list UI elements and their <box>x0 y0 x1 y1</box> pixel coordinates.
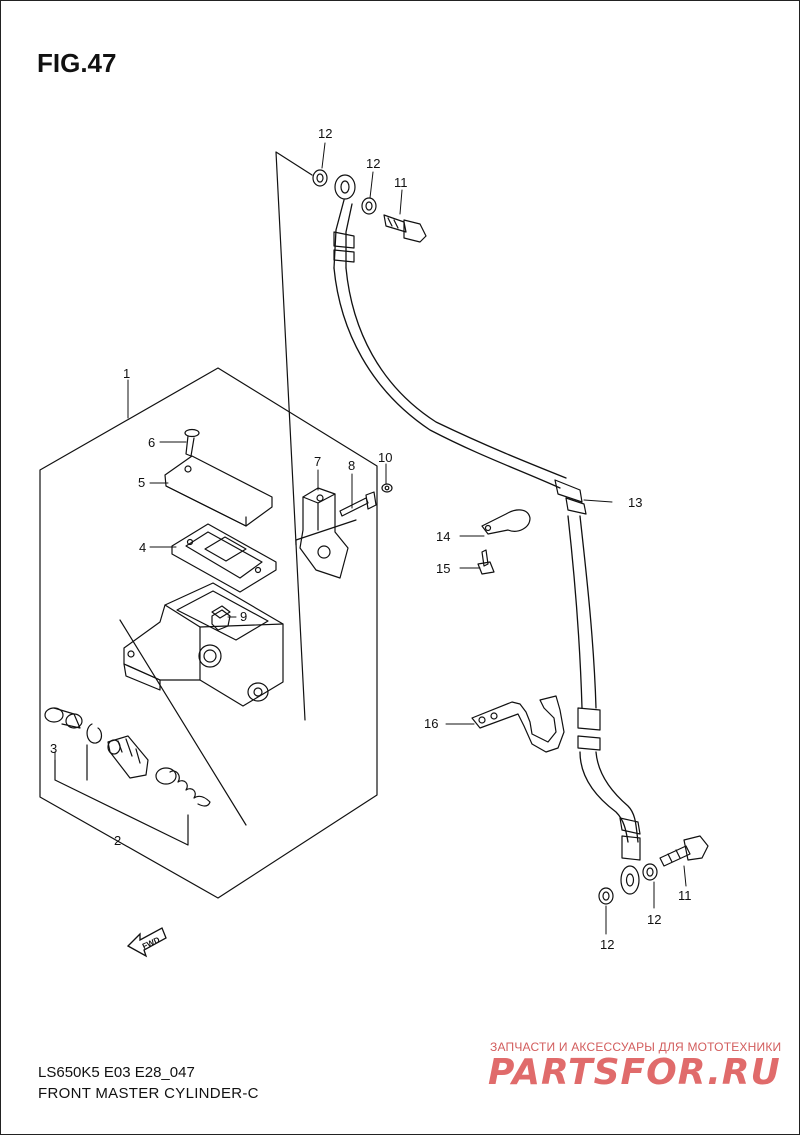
diaphragm <box>171 523 277 593</box>
callout-11-lower: 11 <box>678 888 692 903</box>
callout-7: 7 <box>314 454 321 469</box>
brake-hose <box>333 174 641 895</box>
callout-13: 13 <box>628 495 642 510</box>
callout-15: 15 <box>436 561 450 576</box>
return-spring <box>155 767 211 807</box>
lever-bracket <box>299 487 349 579</box>
callout-1: 1 <box>123 366 130 381</box>
guide-line <box>295 519 357 546</box>
callout-11-upper: 11 <box>394 175 408 190</box>
watermark-tagline: ЗАПЧАСТИ И АКСЕССУАРЫ ДЛЯ МОТОТЕХНИКИ <box>490 1040 782 1054</box>
callout-10: 10 <box>378 450 392 465</box>
assembly-boundary <box>39 367 378 899</box>
callout-4: 4 <box>139 540 146 555</box>
circlip <box>86 723 103 744</box>
piston <box>107 735 149 779</box>
seal-kit-bracket <box>54 759 189 846</box>
nut <box>381 483 393 493</box>
model-code: LS650K5 E03 E28_047 <box>38 1064 195 1081</box>
washer <box>361 197 377 215</box>
callout-14: 14 <box>436 529 450 544</box>
union-bolt-lower <box>659 835 709 867</box>
brake-switch <box>211 609 231 631</box>
washer <box>312 169 328 187</box>
cap-screw <box>184 428 200 457</box>
callout-12-b: 12 <box>366 156 380 171</box>
fwd-arrow-icon: FWD <box>126 927 167 958</box>
figure-title: FIG.47 <box>37 48 117 78</box>
hose-bracket <box>471 695 565 753</box>
clamp-bolt <box>477 549 495 575</box>
callout-16: 16 <box>424 716 438 731</box>
callout-3: 3 <box>50 741 57 756</box>
callout-5: 5 <box>138 475 145 490</box>
callout-8: 8 <box>348 458 355 473</box>
callout-12-c: 12 <box>647 912 661 927</box>
hose-clamp <box>481 509 531 535</box>
pivot-bolt <box>339 491 377 517</box>
diagram-caption: FRONT MASTER CYLINDER-C <box>38 1085 259 1102</box>
piston-cup <box>44 707 83 729</box>
callout-9: 9 <box>240 609 247 624</box>
union-bolt-upper <box>383 214 427 243</box>
callout-2: 2 <box>114 833 121 848</box>
guide-line <box>119 619 247 826</box>
master-cylinder-body <box>123 582 284 707</box>
callout-12-a: 12 <box>318 126 332 141</box>
reservoir-cap <box>164 455 273 527</box>
watermark-logo: PARTSFOR.RU <box>488 1052 781 1093</box>
callout-6: 6 <box>148 435 155 450</box>
washer <box>598 887 614 905</box>
callout-12-d: 12 <box>600 937 614 952</box>
guide-line <box>275 151 313 721</box>
washer <box>642 863 658 881</box>
